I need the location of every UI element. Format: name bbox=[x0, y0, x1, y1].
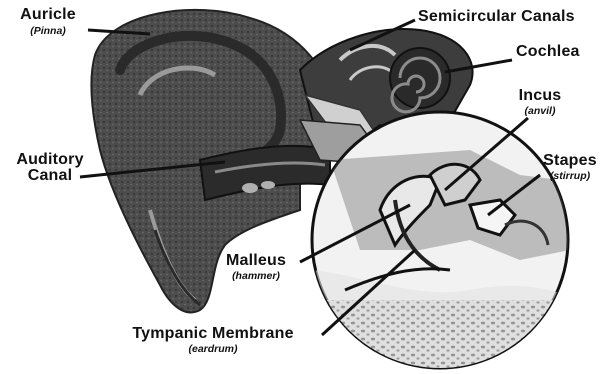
semicircular-name: Semicircular Canals bbox=[418, 9, 575, 25]
semicircular-label: Semicircular Canals bbox=[418, 9, 575, 25]
tympanic-alt: (eardrum) bbox=[132, 344, 293, 355]
incus-name: Incus bbox=[519, 88, 562, 104]
auditory-canal-line2: Canal bbox=[16, 168, 83, 184]
malleus-label: Malleus (hammer) bbox=[226, 253, 286, 282]
stapes-alt: (stirrup) bbox=[543, 171, 597, 182]
cochlea-label: Cochlea bbox=[516, 44, 580, 60]
auricle-name: Auricle bbox=[20, 7, 76, 23]
malleus-name: Malleus bbox=[226, 253, 286, 269]
stapes-label: Stapes (stirrup) bbox=[543, 153, 597, 182]
auditory-canal-label: Auditory Canal bbox=[16, 152, 83, 184]
stapes-name: Stapes bbox=[543, 153, 597, 169]
incus-alt: (anvil) bbox=[519, 106, 562, 117]
incus-label: Incus (anvil) bbox=[519, 88, 562, 117]
auditory-canal-line1: Auditory bbox=[16, 152, 83, 168]
auricle-alt: (Pinna) bbox=[20, 26, 76, 37]
tympanic-name: Tympanic Membrane bbox=[132, 326, 293, 342]
tympanic-label: Tympanic Membrane (eardrum) bbox=[132, 326, 293, 355]
magnified-middle-ear bbox=[310, 112, 580, 374]
auricle-label: Auricle (Pinna) bbox=[20, 7, 76, 37]
malleus-alt: (hammer) bbox=[226, 271, 286, 282]
cochlea-name: Cochlea bbox=[516, 44, 580, 60]
